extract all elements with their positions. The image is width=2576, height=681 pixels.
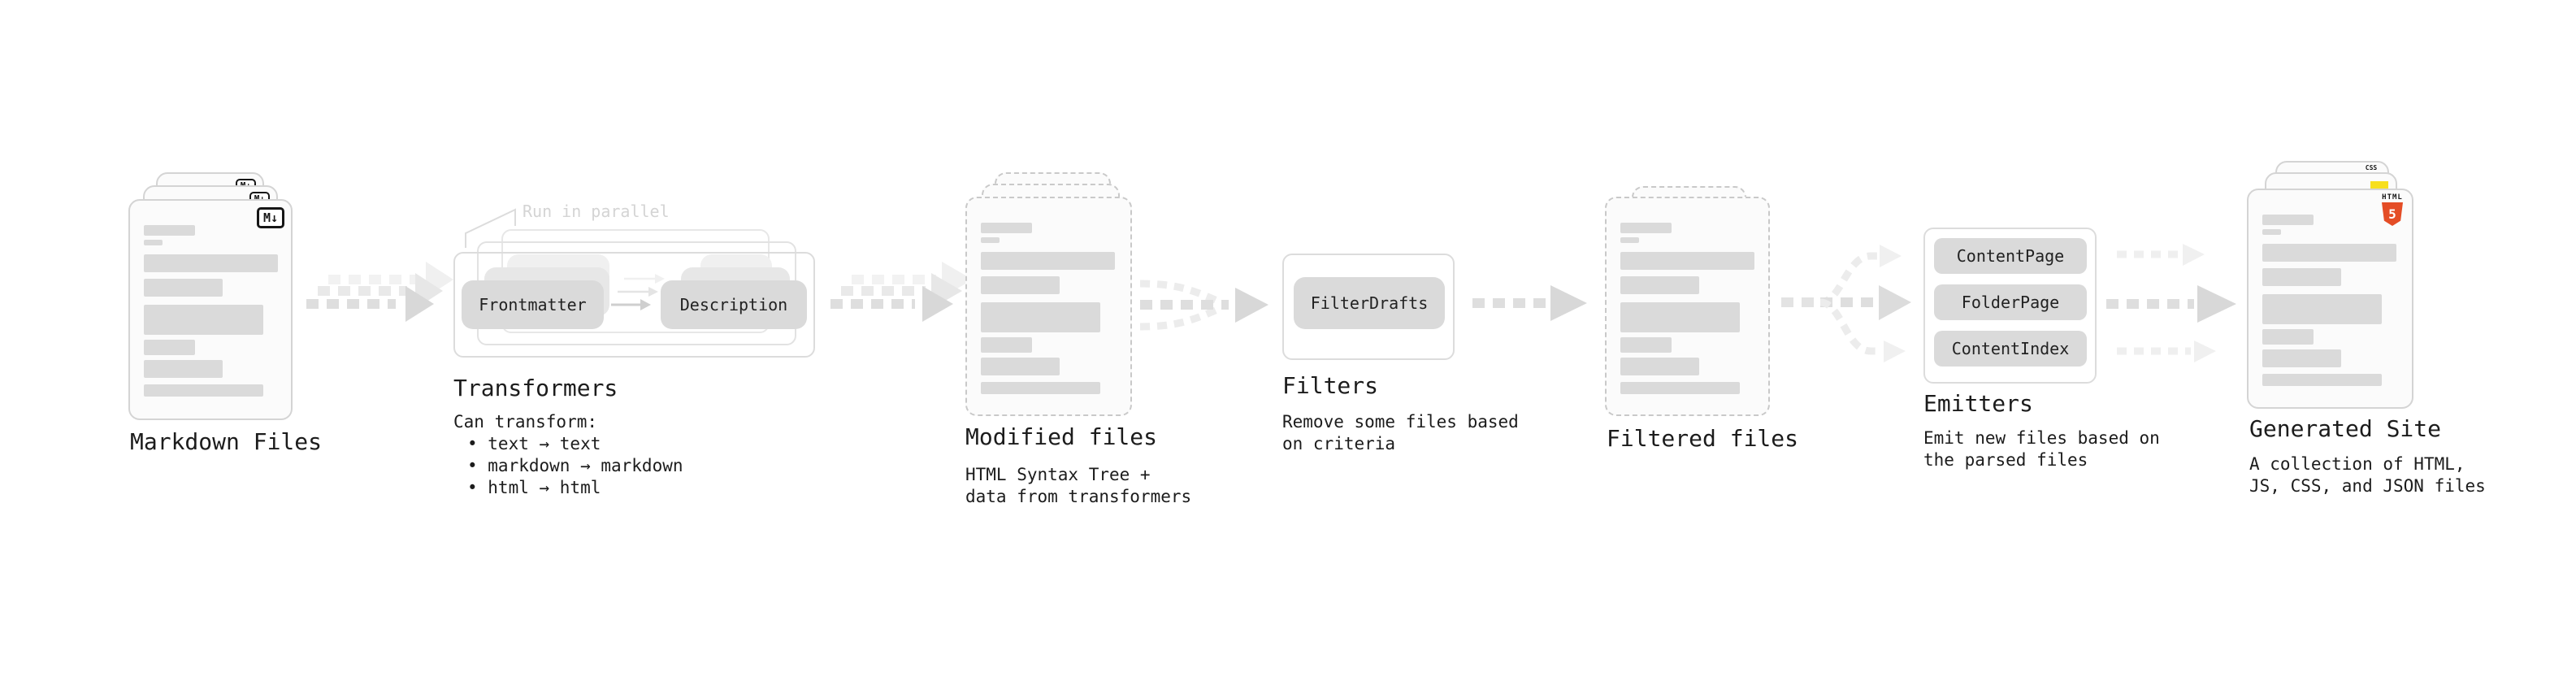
html5-icon: HTML 5 <box>2381 194 2404 226</box>
stage-title-modified-files: Modified files <box>965 423 1158 450</box>
generated-file-card-front: HTML 5 <box>2247 189 2413 409</box>
arrow-transformers-to-modified <box>830 262 973 322</box>
description-pill: Description <box>661 280 807 329</box>
filterdrafts-pill: FilterDrafts <box>1294 277 1445 329</box>
arrow-filtered-to-emitters <box>1781 245 1911 362</box>
stage-title-filtered-files: Filtered files <box>1607 425 1799 452</box>
contentpage-pill: ContentPage <box>1934 238 2087 274</box>
document-text-placeholder <box>1607 198 1768 394</box>
filters-desc-line: on criteria <box>1282 434 1396 453</box>
modified-desc-line: data from transformers <box>965 487 1192 506</box>
filters-desc-line: Remove some files based <box>1282 412 1519 432</box>
modified-desc-line: HTML Syntax Tree + <box>965 465 1151 484</box>
arrow-markdown-to-transformers <box>306 262 453 322</box>
transformers-description: Can transform: • text → text • markdown … <box>453 411 683 499</box>
emitters-description: Emit new files based on the parsed files <box>1923 427 2160 471</box>
generated-desc-line: A collection of HTML, <box>2249 454 2465 474</box>
document-text-placeholder <box>967 198 1130 394</box>
folderpage-pill: FolderPage <box>1934 284 2087 320</box>
emitters-desc-line: Emit new files based on <box>1923 428 2160 448</box>
js-icon <box>2370 181 2388 190</box>
contentindex-pill: ContentIndex <box>1934 331 2087 367</box>
arrow-emitters-to-generated <box>2106 244 2236 362</box>
markdown-file-card-front: M↓ <box>128 199 293 420</box>
run-in-parallel-note: Run in parallel <box>523 202 670 221</box>
markdown-icon: M↓ <box>256 207 284 228</box>
arrow-filters-to-filtered <box>1472 285 1587 321</box>
document-text-placeholder <box>2249 190 2412 386</box>
css-icon-label: CSS <box>2365 164 2378 171</box>
modified-files-description: HTML Syntax Tree + data from transformer… <box>965 464 1191 508</box>
modified-file-card-front <box>965 197 1132 416</box>
transformers-bullet: • html → html <box>467 478 601 497</box>
stage-title-markdown-files: Markdown Files <box>130 428 323 455</box>
arrow-frontmatter-to-description <box>611 274 665 310</box>
transformers-bullet: • markdown → markdown <box>467 456 683 475</box>
generated-desc-line: JS, CSS, and JSON files <box>2249 476 2486 496</box>
filtered-file-card-front <box>1605 197 1770 416</box>
document-text-placeholder <box>130 201 291 397</box>
transformers-bullet: • text → text <box>467 434 601 453</box>
generated-site-description: A collection of HTML, JS, CSS, and JSON … <box>2249 453 2486 497</box>
arrow-modified-to-filters <box>1139 280 1268 331</box>
filters-box <box>1282 254 1455 360</box>
html5-icon-shield: 5 <box>2382 202 2403 226</box>
transformer-box-front <box>453 252 815 358</box>
filters-description: Remove some files based on criteria <box>1282 411 1519 455</box>
emitters-box <box>1923 228 2097 384</box>
frontmatter-pill: Frontmatter <box>462 280 604 329</box>
note-leader-line <box>465 208 516 248</box>
stage-title-transformers: Transformers <box>453 375 618 401</box>
stage-title-emitters: Emitters <box>1923 390 2033 417</box>
transformers-desc-title: Can transform: <box>453 412 598 432</box>
stage-title-filters: Filters <box>1282 372 1379 399</box>
emitters-desc-line: the parsed files <box>1923 450 2088 470</box>
stage-title-generated-site: Generated Site <box>2249 415 2442 442</box>
html5-icon-label: HTML <box>2382 193 2403 202</box>
